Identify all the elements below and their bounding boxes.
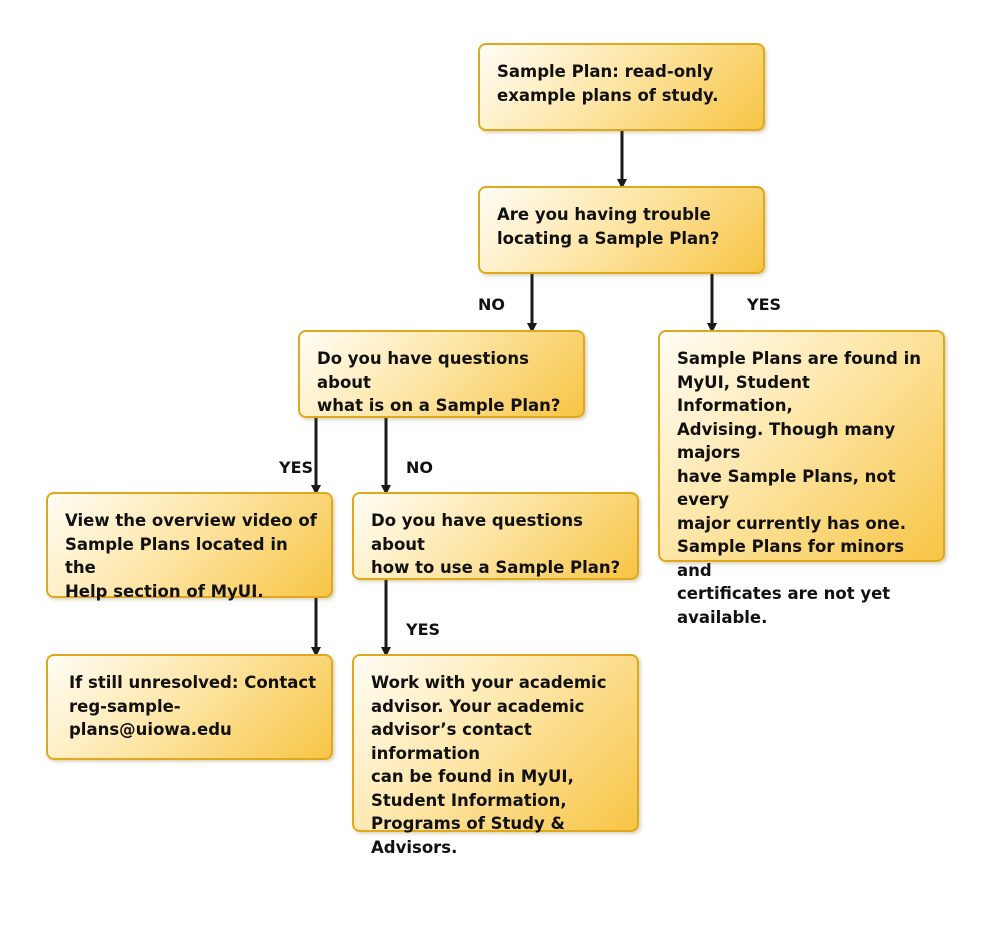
label-what-no: NO: [406, 458, 433, 477]
label-what-yes: YES: [279, 458, 314, 477]
node-sample-plan: Sample Plan: read-only example plans of …: [478, 43, 765, 131]
node-found-in-myui: Sample Plans are found in MyUI, Student …: [658, 330, 945, 627]
label-how-yes: YES: [406, 620, 441, 639]
node-questions-how: Do you have questions about how to use a…: [352, 492, 639, 580]
node-overview-video: View the overview video of Sample Plans …: [46, 492, 333, 601]
label-trouble-no: NO: [478, 295, 505, 314]
node-questions-what: Do you have questions about what is on a…: [298, 330, 585, 418]
node-contact-email: If still unresolved: Contact reg-sample-…: [46, 654, 333, 760]
node-trouble-locating: Are you having trouble locating a Sample…: [478, 186, 765, 274]
label-trouble-yes: YES: [747, 295, 782, 314]
node-academic-advisor: Work with your academic advisor. Your ac…: [352, 654, 639, 857]
